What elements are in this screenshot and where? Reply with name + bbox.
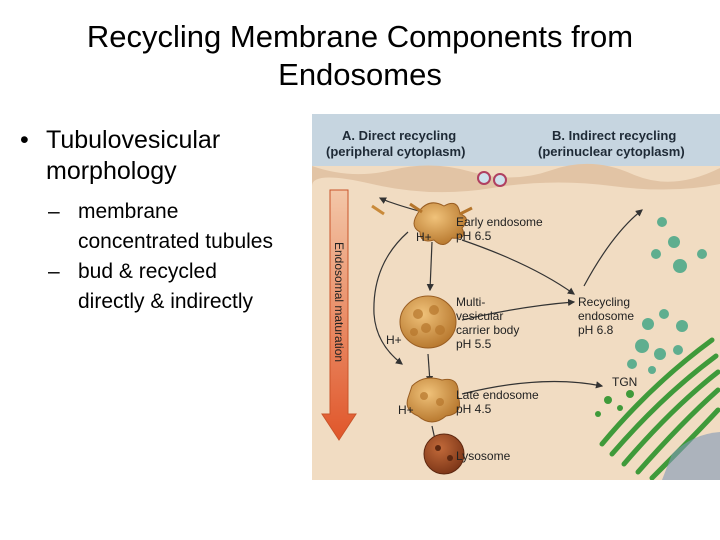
- endosome-recycling-figure: A. Direct recycling (peripheral cytoplas…: [312, 114, 720, 480]
- title-line-1: Recycling Membrane Components from: [86, 19, 634, 54]
- sub-bullet-1-line-2: concentrated tubules: [78, 230, 273, 253]
- late-endosome-label-2: pH 4.5: [456, 402, 492, 416]
- sub-bullet-1-line-1: membrane: [78, 200, 179, 223]
- late-endosome-label-1: Late endosome: [456, 388, 539, 402]
- recycling-endosome-label-1: Recycling: [578, 295, 630, 309]
- dash-marker: –: [48, 260, 60, 283]
- lysosome: [423, 433, 465, 475]
- recycling-endosome-label-3: pH 6.8: [578, 323, 614, 337]
- lysosome-label: Lysosome: [456, 449, 511, 463]
- title-line-2: Endosomes: [278, 57, 442, 92]
- early-endosome-label-2: pH 6.5: [456, 229, 492, 243]
- proton-label: H+: [398, 403, 414, 417]
- header-band: [312, 114, 720, 166]
- mvb-label-1: Multi-: [456, 295, 485, 309]
- header-b-line-2: (perinuclear cytoplasm): [538, 144, 685, 159]
- pathway-arrow: [373, 313, 403, 365]
- recycle-arrow: [583, 209, 643, 287]
- golgi-stack: [599, 337, 720, 480]
- bullet-list: Tubulovesicular morphology – membrane co…: [18, 125, 318, 317]
- maturation-step-arrow: [426, 241, 434, 292]
- maturation-arrow: [321, 189, 357, 441]
- receptor-icon: [477, 171, 491, 185]
- multivesicular-body: [399, 295, 457, 349]
- recycling-endosome-label-2: endosome: [578, 309, 634, 323]
- nucleus-edge: [662, 432, 720, 480]
- early-endosome: [371, 202, 473, 245]
- early-endosome-label-1: Early endosome: [456, 215, 543, 229]
- bullet-line-1: Tubulovesicular: [46, 126, 221, 154]
- tgn-arrow: [461, 380, 604, 395]
- bullet-item: Tubulovesicular morphology: [18, 125, 318, 187]
- mvb-label-2: vesicular: [456, 309, 503, 323]
- sub-bullet-1: – membrane concentrated tubules: [18, 197, 318, 257]
- receptor-icon: [493, 173, 507, 187]
- mvb-label-4: pH 5.5: [456, 337, 492, 351]
- mvb-label-3: carrier body: [456, 323, 519, 337]
- indirect-arrow: [461, 298, 576, 321]
- header-a-line-1: A. Direct recycling: [342, 128, 456, 143]
- recycling-endosome: [627, 217, 707, 374]
- pathway-line: [373, 231, 409, 315]
- sub-bullet-2-line-2: directly & indirectly: [78, 290, 254, 313]
- sub-bullet-2-line-1: bud & recycled: [78, 260, 217, 283]
- sub-bullet-2: – bud & recycled directly & indirectly: [18, 257, 318, 317]
- maturation-step-arrow: [425, 353, 434, 384]
- proton-label: H+: [386, 333, 402, 347]
- proton-label: H+: [416, 230, 432, 244]
- late-endosome: [406, 377, 460, 423]
- maturation-label: Endosomal maturation: [332, 242, 346, 362]
- plasma-membrane: [312, 163, 720, 193]
- header-a-line-2: (peripheral cytoplasm): [326, 144, 465, 159]
- slide-title: Recycling Membrane Components from Endos…: [40, 18, 680, 94]
- bullet-line-2: morphology: [46, 157, 177, 185]
- tgn-vesicles: [595, 390, 634, 417]
- dash-marker: –: [48, 200, 60, 223]
- header-b-line-1: B. Indirect recycling: [552, 128, 676, 143]
- indirect-arrow: [461, 239, 575, 295]
- tgn-label: TGN: [612, 375, 637, 389]
